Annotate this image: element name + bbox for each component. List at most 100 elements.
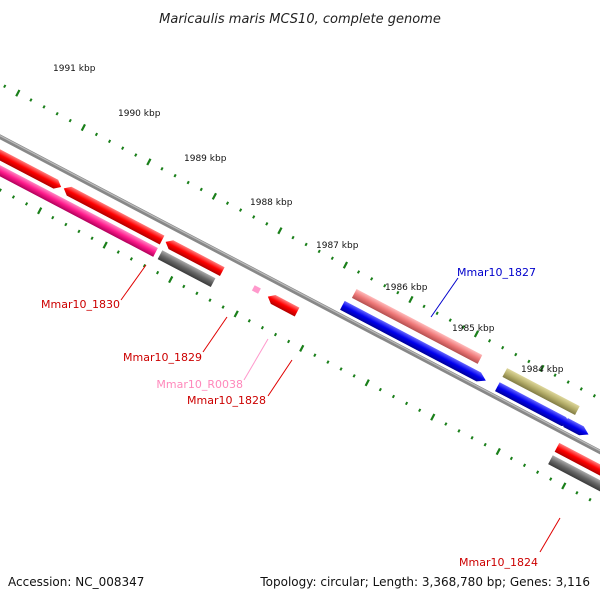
gene-red-right[interactable]: [554, 442, 600, 536]
minor-tick: [77, 229, 81, 234]
minor-tick: [404, 401, 409, 406]
minor-tick: [68, 118, 72, 123]
minor-tick: [11, 195, 16, 199]
minor-tick: [483, 442, 487, 447]
minor-tick: [461, 325, 465, 329]
gene-label-1828[interactable]: Mmar10_1828: [187, 394, 266, 407]
minor-tick: [221, 305, 225, 309]
major-tick: [495, 447, 501, 456]
gene-1830[interactable]: [0, 131, 158, 257]
minor-tick: [378, 387, 382, 392]
minor-tick: [199, 187, 203, 192]
minor-tick: [260, 325, 264, 330]
major-tick: [430, 413, 436, 421]
gene-1828[interactable]: [266, 292, 300, 317]
minor-tick: [90, 236, 94, 241]
gene-label-R0038[interactable]: Mmar10_R0038: [156, 378, 243, 391]
gene-blue-arrow-tip[interactable]: [563, 418, 591, 439]
minor-tick: [291, 235, 295, 240]
gene-blue-small[interactable]: [495, 382, 573, 429]
major-tick: [233, 310, 239, 318]
minor-tick: [383, 283, 387, 288]
minor-tick: [156, 270, 160, 275]
minor-tick: [396, 290, 400, 295]
minor-tick: [51, 215, 55, 220]
minor-tick: [588, 497, 592, 502]
minor-tick: [457, 429, 461, 433]
major-tick: [211, 192, 217, 200]
minor-tick: [182, 284, 186, 289]
minor-tick: [134, 153, 138, 157]
minor-tick: [42, 105, 46, 109]
minor-tick: [326, 360, 330, 364]
minor-tick: [527, 359, 531, 364]
tick-label: 1987 kbp: [316, 241, 359, 251]
minor-tick: [173, 173, 177, 178]
minor-tick: [265, 222, 269, 226]
minor-tick: [522, 463, 527, 468]
minor-tick: [575, 491, 579, 495]
minor-tick: [142, 263, 147, 268]
minor-tick: [391, 394, 396, 399]
major-tick: [168, 275, 174, 284]
gene-1830-red-upper[interactable]: [0, 119, 63, 191]
major-tick: [102, 241, 108, 249]
minor-tick: [121, 146, 125, 150]
minor-tick: [352, 374, 356, 378]
tick-label: 1985 kbp: [452, 324, 495, 334]
gene-1827-blue[interactable]: [340, 300, 488, 385]
major-tick: [561, 482, 567, 490]
major-tick: [539, 364, 545, 372]
major-tick: [80, 123, 86, 132]
minor-tick: [225, 201, 230, 205]
major-tick: [15, 89, 21, 97]
gene-label-1824[interactable]: Mmar10_1824: [459, 556, 538, 569]
minor-tick: [186, 180, 190, 185]
minor-tick: [549, 477, 553, 481]
minor-tick: [422, 304, 426, 309]
minor-tick: [356, 270, 361, 274]
minor-tick: [566, 380, 570, 384]
gene-callouts: [120, 264, 561, 553]
gene-1829-red[interactable]: [163, 237, 225, 277]
minor-tick: [579, 387, 583, 391]
minor-tick: [247, 319, 251, 323]
gene-olive[interactable]: [502, 368, 580, 416]
minor-tick: [3, 84, 7, 89]
minor-tick: [313, 353, 317, 358]
tick-label: 1991 kbp: [53, 64, 96, 74]
minor-tick: [287, 339, 291, 344]
minor-tick: [592, 394, 596, 398]
gene-1824[interactable]: [548, 455, 600, 520]
minor-tick: [435, 311, 439, 316]
minor-tick: [418, 408, 422, 413]
gene-label-1827[interactable]: Mmar10_1827: [457, 266, 536, 279]
minor-tick: [116, 250, 120, 254]
genome-summary-text: Topology: circular; Length: 3,368,780 bp…: [259, 575, 590, 589]
minor-tick: [29, 98, 33, 102]
gene-red-mid[interactable]: [61, 184, 165, 245]
scale-tick-line: [0, 84, 596, 502]
minor-tick: [55, 111, 59, 116]
tick-labels: 1991 kbp 1990 kbp 1989 kbp 1988 kbp 1987…: [53, 64, 564, 375]
tick-label: 1988 kbp: [250, 198, 293, 208]
minor-tick: [94, 132, 99, 137]
tick-label: 1990 kbp: [118, 109, 161, 119]
gene-label-1829[interactable]: Mmar10_1829: [123, 351, 202, 364]
gene-1829[interactable]: [157, 250, 216, 288]
rna-R0038-arrow[interactable]: [251, 285, 261, 294]
minor-tick: [448, 318, 452, 322]
minor-tick: [0, 188, 2, 192]
minor-tick: [487, 338, 492, 343]
minor-tick: [501, 345, 505, 350]
minor-tick: [470, 435, 474, 440]
major-tick: [37, 207, 43, 215]
gene-salmon[interactable]: [351, 289, 483, 364]
minor-tick: [129, 257, 133, 261]
major-tick: [408, 295, 414, 304]
major-tick: [299, 344, 305, 352]
minor-tick: [252, 215, 256, 219]
tick-label: 1984 kbp: [521, 365, 564, 375]
gene-label-1830[interactable]: Mmar10_1830: [41, 298, 120, 311]
